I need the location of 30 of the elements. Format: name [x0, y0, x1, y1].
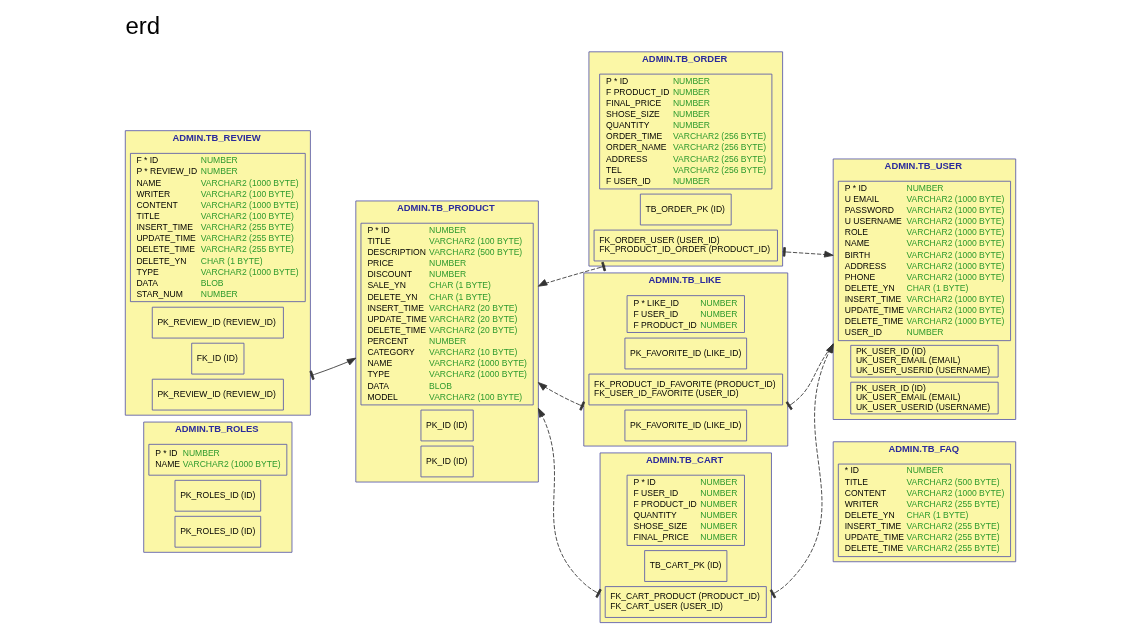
- node-box: PK_ID (ID): [420, 409, 474, 442]
- node-box: PK_USER_ID (ID) UK_USER_EMAIL (EMAIL) UK_USER_USERID (USERNAME): [849, 381, 999, 415]
- node-box: FK_ORDER_USER (USER_ID) FK_PRODUCT_ID_ORDER (PRODUCT_ID): [593, 229, 778, 262]
- node-box: PK_REVIEW_ID (REVIEW_ID): [151, 306, 284, 339]
- node-box: F * ID NUMBER P * REVIEW_ID NUMBER NAME VARCHAR2 (1000 BYTE) WRITER VARCHAR2 (100 BYTE) CONTENT VARCHAR2 (1000 BYTE) TITLE VARCHAR2 (100 BYTE) INSERT_TIME VARCHAR2 (255 BYTE) UPDATE_TIME VARCHAR2 (255 BYTE) DELETE_TIME VARCHAR2 (255 BYTE) DELETE_YN CHAR (1 BYTE) TYPE VARCHAR2 (1000 BYTE) DATA BLOB STAR_NUM NUMBER: [129, 152, 306, 303]
- node-box: PK_USER_ID (ID) UK_USER_EMAIL (EMAIL) UK_USER_USERID (USERNAME): [849, 344, 999, 378]
- node-box: P * ID NUMBER F PRODUCT_ID NUMBER FINAL_PRICE NUMBER SHOSE_SIZE NUMBER QUANTITY NUMBER ORDER_TIME VARCHAR2 (256 BYTE) ORDER_NAME VARCHAR2 (256 BYTE) ADDRESS VARCHAR2 (256 BYTE) TEL VARCHAR2 (256 BYTE) F USER_ID NUMBER: [598, 73, 772, 190]
- node-box: TB_CART_PK (ID): [643, 550, 727, 582]
- node-box: PK_REVIEW_ID (REVIEW_ID): [151, 378, 284, 411]
- node-box: P * ID NUMBER F USER_ID NUMBER F PRODUCT_ID NUMBER QUANTITY NUMBER SHOSE_SIZE NUMBER FINAL_PRICE NUMBER: [626, 474, 745, 546]
- diagram-title: erd: [125, 12, 160, 40]
- arrow: [537, 407, 602, 598]
- node-box: PK_ROLES_ID (ID): [174, 515, 261, 548]
- node-box: FK_PRODUCT_ID_FAVORITE (PRODUCT_ID) FK_USER_ID_FAVORITE (USER_ID): [588, 373, 783, 406]
- node-box: PK_ID (ID): [420, 445, 474, 478]
- arrow: [781, 247, 834, 258]
- node-box: FK_CART_PRODUCT (PRODUCT_ID) FK_CART_USER (USER_ID): [604, 586, 767, 618]
- node-box: P * LIKE_ID NUMBER F USER_ID NUMBER F PRODUCT_ID NUMBER: [626, 295, 745, 333]
- node-box: PK_ROLES_ID (ID): [174, 479, 261, 512]
- node-box: TB_ORDER_PK (ID): [639, 193, 732, 226]
- node-box: FK_ID (ID): [190, 342, 244, 375]
- arrow: [537, 382, 585, 411]
- node-box: * ID NUMBER TITLE VARCHAR2 (500 BYTE) CONTENT VARCHAR2 (1000 BYTE) WRITER VARCHAR2 (255 BYTE) DELETE_YN CHAR (1 BYTE) INSERT_TIME VARCHAR2 (255 BYTE) UPDATE_TIME VARCHAR2 (255 BYTE) DELETE_TIME VARCHAR2 (255 BYTE): [837, 463, 1011, 558]
- node-box: P * ID NUMBER TITLE VARCHAR2 (100 BYTE) DESCRIPTION VARCHAR2 (500 BYTE) PRICE NUMBER DISCOUNT NUMBER SALE_YN CHAR (1 BYTE) DELETE_YN CHAR (1 BYTE) INSERT_TIME VARCHAR2 (20 BYTE) UPDATE_TIME VARCHAR2 (20 BYTE) DELETE_TIME VARCHAR2 (20 BYTE) PERCENT NUMBER CATEGORY VARCHAR2 (10 BYTE) NAME VARCHAR2 (1000 BYTE) TYPE VARCHAR2 (1000 BYTE) DATA BLOB MODEL VARCHAR2 (100 BYTE): [360, 222, 534, 406]
- arrow: [308, 357, 356, 380]
- node-box: PK_FAVORITE_ID (LIKE_ID): [624, 337, 747, 370]
- node-box: PK_FAVORITE_ID (LIKE_ID): [624, 409, 747, 442]
- node-box: P * ID NUMBER NAME VARCHAR2 (1000 BYTE): [147, 443, 287, 476]
- node-box: P * ID NUMBER U EMAIL VARCHAR2 (1000 BYTE) PASSWORD VARCHAR2 (1000 BYTE) U USERNAME VARCHAR2 (1000 BYTE) ROLE VARCHAR2 (1000 BYTE) NAME VARCHAR2 (1000 BYTE) BIRTH VARCHAR2 (1000 BYTE) ADDRESS VARCHAR2 (1000 BYTE) PHONE VARCHAR2 (1000 BYTE) DELETE_YN CHAR (1 BYTE) INSERT_TIME VARCHAR2 (1000 BYTE) UPDATE_TIME VARCHAR2 (1000 BYTE) DELETE_TIME VARCHAR2 (1000 BYTE) USER_ID NUMBER: [837, 180, 1011, 342]
- arrow: [537, 261, 606, 287]
